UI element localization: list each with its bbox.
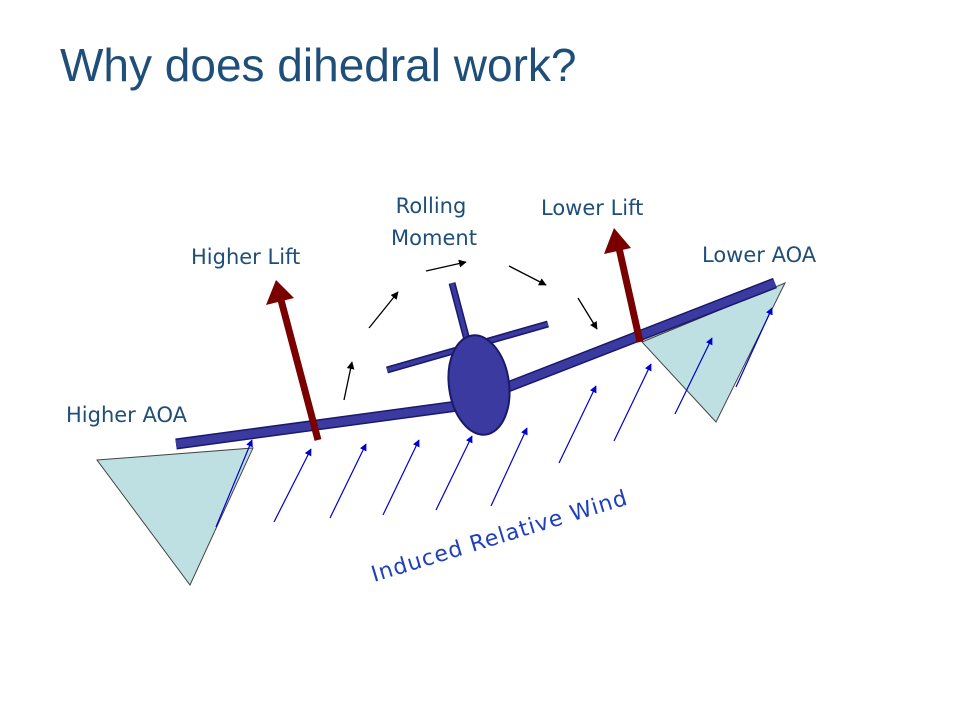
lower-lift-label: Lower Lift (541, 196, 643, 220)
higher-aoa-label: Higher AOA (66, 403, 188, 427)
higher-lift-arrowhead (266, 280, 294, 305)
induced-relative-wind-label: Induced Relative Wind (368, 486, 631, 588)
higher-lift-arrow (277, 299, 322, 441)
rolling-moment-label-line2: Moment (391, 226, 477, 250)
vertical-fin-fill (450, 282, 469, 341)
left-aoa-triangle (96, 447, 254, 586)
slide-title: Why does dihedral work? (60, 39, 577, 91)
lower-lift-arrow (615, 247, 644, 343)
lower-aoa-label: Lower AOA (702, 243, 817, 267)
rolling-moment-label-line1: Rolling (396, 194, 467, 218)
left-wing-fill (175, 401, 466, 448)
lower-lift-arrowhead (604, 228, 631, 254)
fuselage (447, 334, 511, 436)
higher-lift-label: Higher Lift (191, 245, 300, 269)
rolling-moment-arrows (343, 259, 598, 401)
induced-wind-arrows (215, 307, 773, 528)
